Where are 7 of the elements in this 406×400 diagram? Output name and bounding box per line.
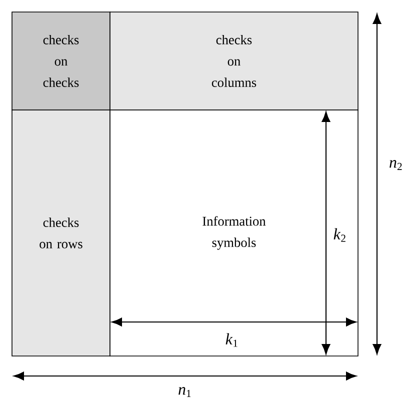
matrix-cell: checks on columns	[110, 12, 358, 110]
matrix-cell: checks on checks	[12, 12, 110, 110]
dimension-label: n$_{1}$	[178, 387, 191, 397]
dimension-label: k$_{2}$	[334, 228, 346, 242]
dimension-label: k$_{1}$	[226, 333, 238, 347]
dimension-label: n$_{2}$	[390, 160, 402, 170]
matrix-cell: checks on rows	[12, 110, 110, 356]
